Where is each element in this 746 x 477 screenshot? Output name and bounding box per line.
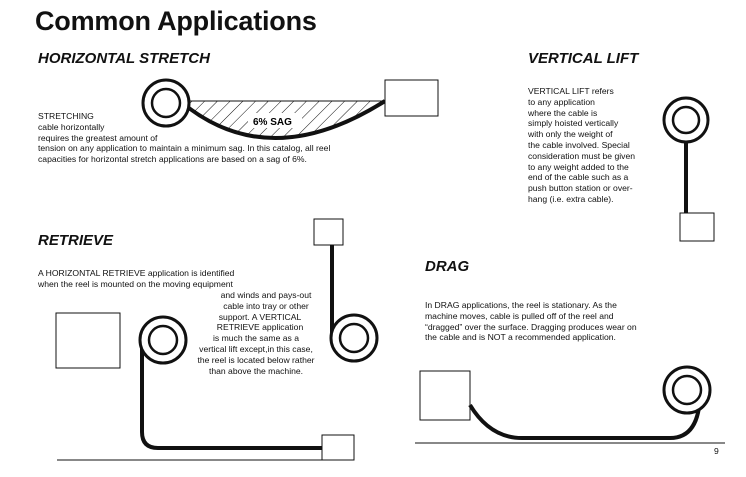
drag-machine-box xyxy=(419,370,471,421)
text-line: hang (i.e. extra cable). xyxy=(528,193,614,204)
page-number: 9 xyxy=(714,446,719,456)
text-line: VERTICAL LIFT refers xyxy=(528,86,614,96)
dragged-cable xyxy=(468,391,702,440)
vertical-lift-diagram xyxy=(662,96,715,242)
text-line: tension on any application to maintain a… xyxy=(38,143,331,154)
vertical-lift-heading: VERTICAL LIFT xyxy=(528,50,639,67)
retrieve-text: A HORIZONTAL RETRIEVE application is ide… xyxy=(38,268,234,290)
reel-hub xyxy=(671,374,703,406)
reel-hub xyxy=(338,322,370,354)
text-line: “dragged” over the surface. Dragging pro… xyxy=(425,321,637,332)
text-line: to any weight added to the xyxy=(528,161,629,172)
tray-box xyxy=(321,434,355,461)
text-line: when the reel is mounted on the moving e… xyxy=(38,278,233,289)
text-line: where the cable is xyxy=(528,107,598,118)
text-line: support. A VERTICAL xyxy=(218,311,302,322)
text-line: machine moves, cable is pulled off of th… xyxy=(425,310,614,321)
text-line: and winds and pays-out xyxy=(220,290,312,300)
sag-label-bg xyxy=(248,113,302,128)
text-line: with only the weight of xyxy=(528,129,613,140)
drag-diagram xyxy=(415,365,725,444)
horizontal-stretch-heading: HORIZONTAL STRETCH xyxy=(38,50,210,67)
sag-label: 6% SAG xyxy=(253,117,292,128)
text-line: cable into tray or other xyxy=(223,300,309,311)
pendant-box xyxy=(679,212,715,242)
horizontal-stretch-diagram: 6% SAG xyxy=(141,78,439,140)
text-line: to any application xyxy=(528,96,595,107)
text-line: the cable involved. Special xyxy=(528,139,630,150)
text-line: push button station or over- xyxy=(528,183,633,194)
text-line: consideration must be given xyxy=(528,150,636,161)
text-line: requires the greatest amount of xyxy=(38,132,158,143)
text-line: simply hoisted vertically xyxy=(528,118,619,129)
reel-hub xyxy=(671,105,701,135)
text-line: vertical lift except,in this case, xyxy=(199,343,313,354)
upper-machine-box xyxy=(313,218,344,246)
horizontal-stretch-text: STRETCHING cable horizontally requires t… xyxy=(38,111,330,165)
retrieve-diagram xyxy=(55,218,379,461)
text-line: is much the same as a xyxy=(213,333,299,344)
text-line: capacities for horizontal stretch applic… xyxy=(38,154,307,165)
vertical-lift-text: VERTICAL LIFT refers to any application … xyxy=(528,86,635,205)
text-line: RETRIEVE application xyxy=(216,322,304,333)
horizontal-retrieve-cable xyxy=(140,340,322,450)
text-line: A HORIZONTAL RETRIEVE application is ide… xyxy=(38,268,235,278)
page-title: Common Applications xyxy=(35,6,317,36)
text-line: the cable and is NOT a recommended appli… xyxy=(425,332,616,343)
text-line: cable horizontally xyxy=(38,121,105,132)
text-line: the reel is located below rather xyxy=(197,354,315,365)
drag-text: In DRAG applications, the reel is statio… xyxy=(425,300,637,343)
machine-box xyxy=(384,79,439,117)
reel-hub xyxy=(147,324,179,356)
retrieve-text-column: and winds and pays-out cable into tray o… xyxy=(176,290,336,376)
reel-hub xyxy=(150,87,182,119)
text-line: than above the machine. xyxy=(208,365,304,376)
moving-machine-box xyxy=(55,312,121,369)
drag-heading: DRAG xyxy=(425,258,470,275)
text-line: STRETCHING xyxy=(38,111,94,121)
text-line: In DRAG applications, the reel is statio… xyxy=(425,300,617,310)
stretched-cable xyxy=(178,99,387,140)
text-line: end of the cable such as a xyxy=(528,172,629,183)
retrieve-heading: RETRIEVE xyxy=(38,232,114,249)
